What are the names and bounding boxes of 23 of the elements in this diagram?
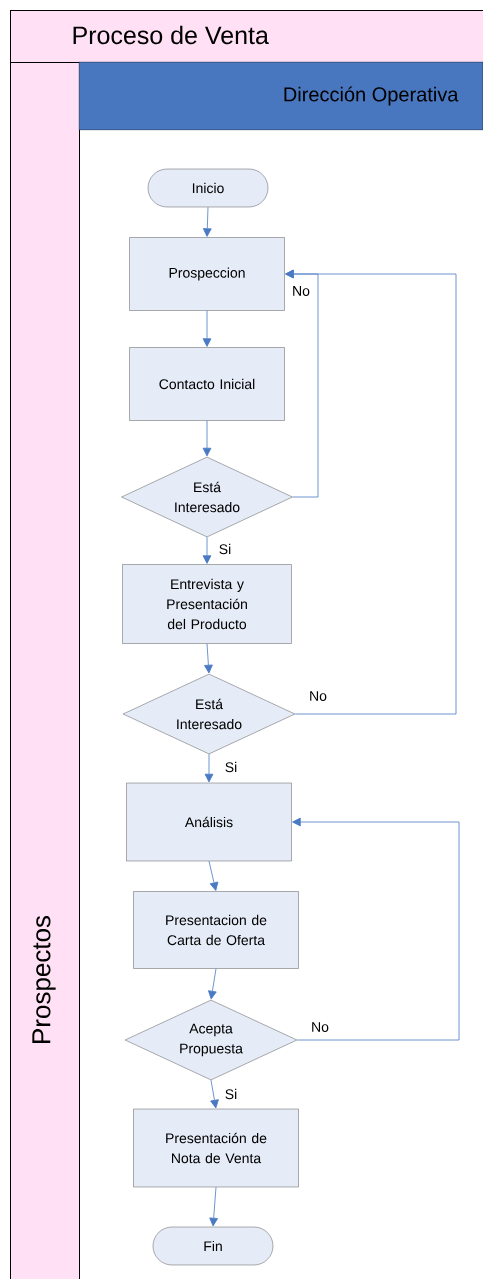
arrow [202, 206, 212, 237]
arrow [285, 269, 457, 715]
edge-label: No [291, 285, 311, 297]
edge-label: No [310, 1021, 330, 1033]
arrow [204, 753, 214, 783]
process-box: Análisis [126, 782, 292, 862]
edge-label: No [308, 690, 328, 702]
arrow [209, 1186, 218, 1227]
arrow [208, 860, 219, 891]
arrow [202, 310, 212, 347]
process-box: Presentacion de Carta de Oferta [133, 891, 299, 969]
node-label: Prospectos [32, 915, 56, 1043]
arrow [208, 968, 217, 1000]
arrow [204, 643, 213, 674]
arrow [210, 1079, 219, 1109]
process-box: Prospeccion [129, 237, 285, 311]
arrow [202, 536, 212, 564]
process-box: Presentación de Nota de Venta [133, 1108, 299, 1188]
pool-header: Proceso de Venta [10, 10, 483, 63]
arrow [292, 817, 460, 1041]
arrow [202, 420, 212, 457]
process-box: Entrevista y Presentación del Producto [122, 564, 292, 644]
process-box: Contacto Inicial [129, 347, 285, 421]
